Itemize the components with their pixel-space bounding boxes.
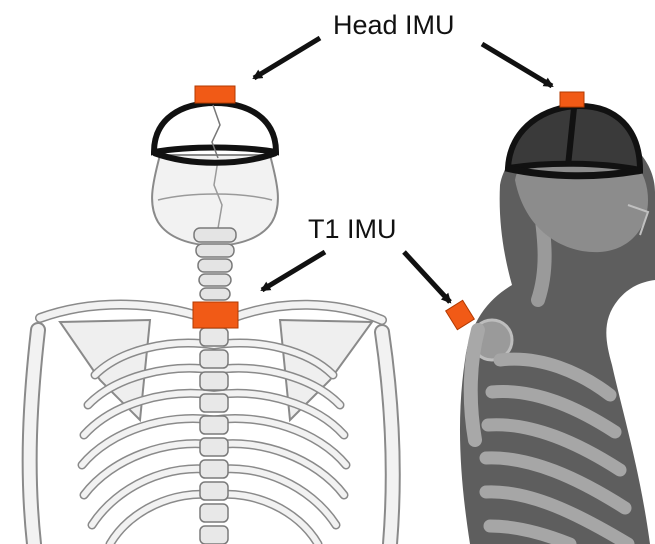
posterior-skeleton (30, 86, 393, 544)
head-imu-sensor-lateral (560, 92, 584, 107)
posterior-cervical-spine (194, 228, 236, 300)
lateral-skeleton (446, 92, 655, 544)
t1-imu-arrow-left (262, 252, 325, 290)
t1-imu-sensor-posterior (193, 302, 238, 328)
head-imu-sensor-posterior (195, 86, 235, 103)
t1-imu-sensor-lateral (446, 300, 475, 329)
t1-imu-arrow-right (404, 252, 450, 302)
posterior-thoracic-spine (200, 328, 228, 544)
head-imu-arrow-left (254, 38, 320, 78)
t1-imu-label: T1 IMU (308, 216, 397, 243)
head-imu-label: Head IMU (333, 12, 455, 39)
head-imu-arrow-right (482, 44, 552, 86)
